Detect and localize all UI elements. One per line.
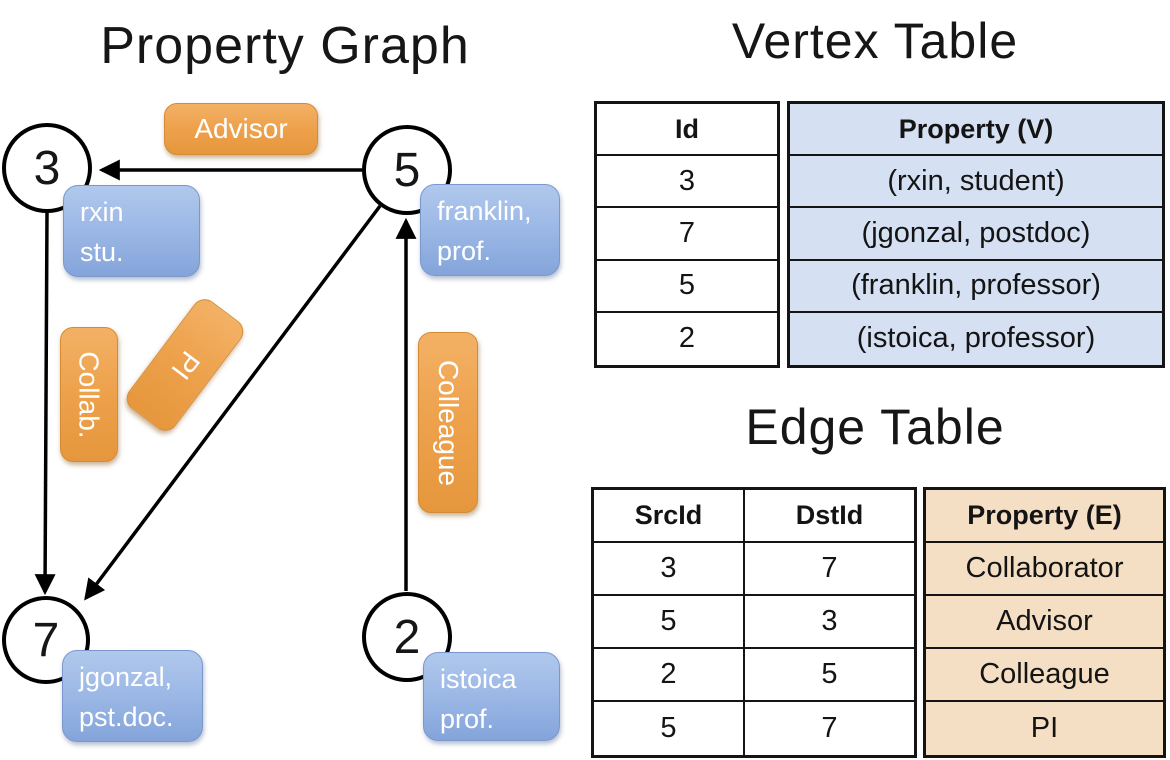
edge-table-dstid-cell: 3 [745, 596, 914, 649]
edge-label-text: Collab. [74, 350, 106, 439]
edge-label-text: Colleague [433, 359, 465, 486]
vertex-property-line: franklin, [437, 196, 532, 226]
edge-table-srcid-header: SrcId [594, 490, 745, 543]
vertex-property-line: jgonzal, [79, 662, 173, 692]
edge-table-dstid-cell: 7 [821, 712, 838, 744]
edge-label-collab: Collab. [60, 327, 118, 462]
vertex-table-id-cell: 2 [678, 322, 696, 355]
vertex-property-box-3: rxin stu. [63, 185, 200, 277]
vertex-table-property-header: Property (V) [790, 104, 1162, 157]
vertex-table-id-cell: 5 [597, 261, 777, 313]
vertex-table-property-cell: (rxin, student) [790, 156, 1162, 209]
vertex-table-id-cell: 7 [597, 208, 777, 261]
vertex-id-label: 7 [32, 613, 60, 667]
vertex-table-property-column: Property (V) (rxin, student) (jgonzal, p… [787, 101, 1165, 368]
edge-table-srcid-cell: 2 [594, 649, 745, 702]
edge-table-property-cell: Colleague [926, 649, 1163, 702]
edge-table-property-cell: Collaborator [926, 543, 1163, 596]
edge-table-property-cell: PI [926, 702, 1163, 755]
edge-table-id-columns: SrcId DstId 3 7 5 3 2 5 5 7 [591, 487, 917, 758]
vertex-table-title: Vertex Table [731, 13, 1019, 69]
edge-label-advisor: Advisor [164, 103, 318, 155]
edge-table-srcid-cell: 3 [594, 543, 745, 596]
vertex-property-line: istoica [440, 664, 517, 694]
vertex-property-box-5: franklin, prof. [420, 184, 560, 276]
vertex-table-id-cell: 3 [597, 156, 777, 209]
edge-label-text: PI [165, 345, 206, 386]
edge-table-property-column: Property (E) Collaborator Advisor Collea… [923, 487, 1166, 758]
edge-table-dstid-cell: 5 [745, 649, 914, 702]
edge-table-srcid-cell: 5 [594, 702, 745, 755]
edge-table-dstid-cell: 7 [745, 543, 914, 596]
vertex-circle-3: 3 [2, 123, 92, 213]
edge-table-srcid-cell: 5 [594, 596, 745, 649]
edge-table-property-header: Property (E) [926, 490, 1163, 543]
edge-table-property-cell: Advisor [926, 596, 1163, 649]
property-graph-title: Property Graph [100, 17, 470, 75]
edge-arrow-3-to-7 [34, 211, 56, 596]
vertex-id-label: 5 [393, 143, 421, 197]
edge-arrow-5-to-7 [84, 204, 382, 601]
vertex-table-property-cell: (franklin, professor) [790, 260, 1162, 313]
vertex-property-line: rxin [80, 197, 124, 227]
vertex-property-line: prof. [440, 704, 495, 734]
vertex-id-label: 3 [33, 141, 61, 195]
edge-label-text: Advisor [194, 113, 288, 144]
vertex-property-line: pst.doc. [79, 702, 174, 732]
vertex-property-line: prof. [437, 236, 492, 266]
vertex-table-property-cell: (istoica, professor) [790, 312, 1162, 365]
vertex-id-label: 2 [393, 610, 421, 664]
vertex-table-id-column: Id 3 7 5 2 [594, 101, 780, 368]
edge-label-colleague: Colleague [418, 332, 478, 513]
vertex-table-id-header: Id [597, 104, 777, 157]
edge-table-title: Edge Table [745, 399, 1005, 455]
vertex-property-box-7: jgonzal, pst.doc. [62, 650, 203, 742]
edge-table-dstid-header: DstId [745, 490, 914, 543]
vertex-property-line: stu. [80, 237, 124, 267]
vertex-table-property-cell: (jgonzal, postdoc) [790, 208, 1162, 261]
vertex-property-box-2: istoica prof. [423, 652, 560, 741]
